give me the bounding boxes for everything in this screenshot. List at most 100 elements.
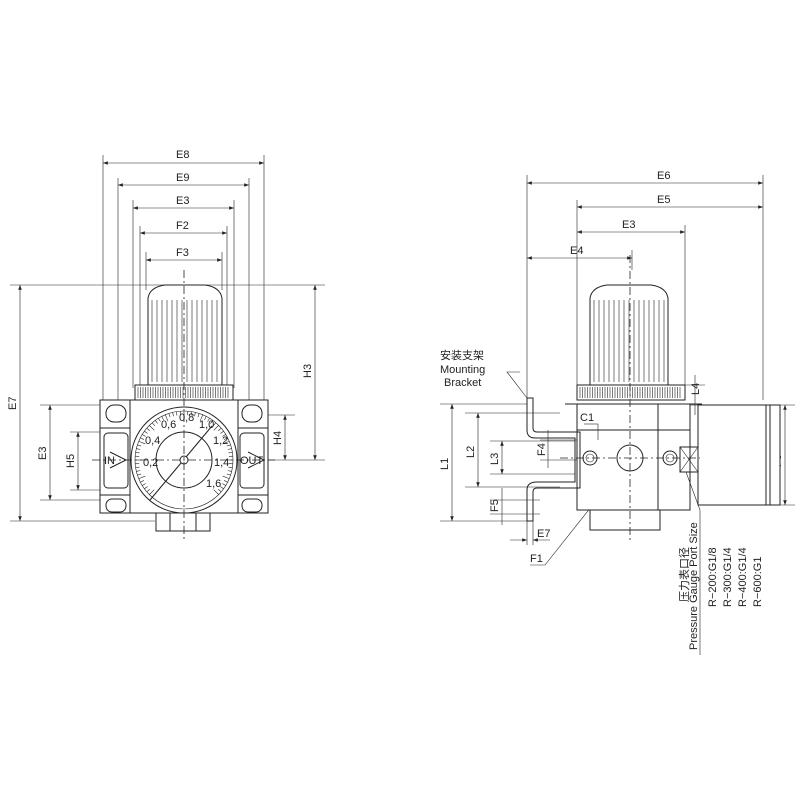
dim-l1: L1 (439, 458, 451, 470)
dim-h4: H4 (272, 431, 284, 445)
adjust-knob (147, 284, 223, 386)
gauge-label: 1,6 (206, 478, 221, 490)
rib-line (164, 414, 169, 422)
dim-f4: F4 (536, 443, 548, 456)
rib-line (227, 470, 232, 472)
dim-e4: E4 (570, 245, 583, 257)
rib-line (146, 488, 150, 493)
rib-line (190, 411, 192, 416)
front-view: E8 E9 E3 F2 F3 E7 E3 H5 H3 H4 IN OUT 0,2… (7, 149, 325, 540)
dim-h5: H5 (65, 454, 77, 468)
rib-line (161, 416, 164, 421)
mount-slot (105, 404, 127, 423)
dim-e9: E9 (176, 172, 189, 184)
rib-line (228, 466, 233, 468)
rib-line (222, 440, 230, 445)
rib-line (223, 437, 228, 440)
rib-line (220, 430, 224, 434)
gauge-label: 1,0 (199, 419, 214, 431)
mount-slot (241, 404, 263, 423)
port-out-label: OUT (240, 455, 264, 467)
rib-line (149, 489, 155, 495)
rib-line (227, 448, 232, 450)
dim-l2: L2 (465, 446, 477, 458)
rib-line (144, 486, 148, 490)
rib-line (172, 412, 174, 417)
gauge-port-label-cn: 压力表口径 (677, 547, 691, 602)
port-in-label: IN (104, 455, 115, 467)
rib-line (142, 483, 146, 486)
mount-slot (241, 498, 263, 513)
port-size-r400: R−400:G1/4 (737, 547, 749, 607)
rib-line (222, 475, 230, 480)
rib-line (138, 440, 146, 445)
dim-f3: F3 (176, 247, 189, 259)
rib-line (176, 411, 178, 416)
rib-line (136, 470, 141, 472)
gauge-port-label-en: Pressure Gauge Port Size (688, 522, 700, 650)
rib-line (149, 425, 155, 431)
rib-line (210, 420, 214, 424)
dim-c1: C1 (580, 412, 594, 424)
port-size-r200: R−200:G1/8 (707, 547, 719, 607)
rib-line (135, 452, 140, 454)
rib-line (135, 466, 140, 468)
rib-line (136, 448, 141, 450)
gauge-label: 0,2 (143, 457, 158, 469)
rib-line (222, 434, 226, 437)
rib-line (213, 489, 219, 495)
gauge-label: 0,4 (145, 435, 160, 447)
rib-line (194, 412, 196, 417)
dim-e8: E8 (176, 149, 189, 161)
rib-line (146, 427, 150, 432)
rib-line (204, 416, 207, 421)
rib-line (138, 475, 146, 480)
gauge-label: 1,4 (214, 457, 229, 469)
dim-e3-vertical: E3 (37, 447, 49, 460)
knob-collar-side (576, 384, 686, 401)
rib-line (228, 452, 233, 454)
gauge-label: 0,6 (161, 419, 176, 431)
drain-stub (155, 512, 211, 532)
gauge-label: 1,2 (213, 435, 228, 447)
dim-e7: E7 (7, 397, 19, 410)
port-size-r600: R−600:G1 (752, 557, 764, 607)
port-size-r300: R−300:G1/4 (722, 547, 734, 607)
rib-line (151, 422, 156, 426)
regulator-body-side (576, 403, 691, 511)
rib-line (218, 427, 222, 432)
rib-line (140, 437, 145, 440)
dim-f5: F5 (489, 499, 501, 512)
rib-line (226, 473, 231, 476)
rib-line (144, 430, 148, 434)
rib-line (218, 488, 222, 493)
dim-h3: H3 (302, 364, 314, 378)
gauge-scale-labels: 0,2 0,4 0,6 0,8 1,0 1,2 1,4 1,6 (143, 412, 229, 490)
bracket-label-cn: 安装支架 (440, 348, 484, 362)
inlet-port-box (103, 432, 129, 489)
rib-line (212, 422, 217, 426)
dim-f1: F1 (530, 553, 543, 565)
gauge-label: 0,8 (179, 412, 194, 424)
rib-line (222, 483, 226, 486)
dim-l4: L4 (690, 383, 702, 395)
rib-line (140, 480, 145, 483)
rib-line (226, 444, 231, 447)
rib-line (158, 418, 161, 422)
dim-e3: E3 (622, 219, 635, 231)
bottom-bowl (589, 509, 661, 531)
rib-line (197, 413, 200, 418)
pressure-gauge-side (697, 404, 781, 506)
rib-line (213, 425, 219, 431)
rib-line (154, 420, 158, 424)
dim-f2: F2 (176, 220, 189, 232)
dim-e6: E6 (657, 170, 670, 182)
rib-line (199, 414, 204, 422)
side-view: E6 E5 E3 E4 L4 F4 L1 L2 L3 F5 E7 F1 F6 安… (439, 170, 795, 655)
rib-line (223, 480, 228, 483)
rib-line (168, 413, 171, 418)
rib-line (142, 434, 146, 437)
dim-l3: L3 (489, 453, 501, 465)
mount-slot (105, 498, 127, 513)
dim-e7: E7 (537, 528, 550, 540)
